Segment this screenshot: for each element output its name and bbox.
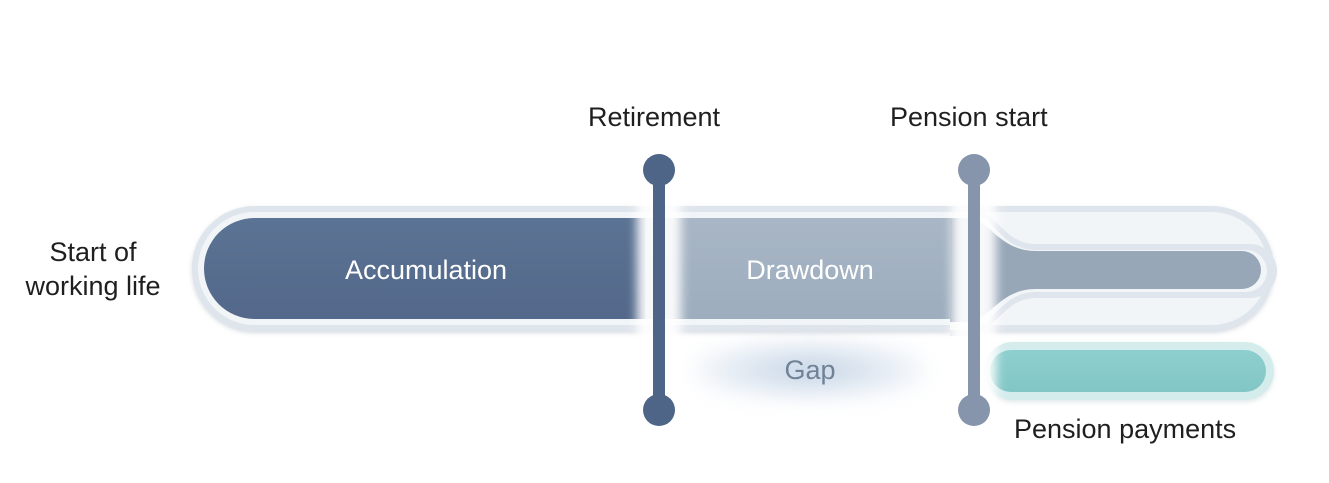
marker-retirement-dot-bottom	[643, 394, 675, 426]
marker-pension-start-dot-top	[958, 154, 990, 186]
pension-payments-label-text: Pension payments	[1014, 414, 1237, 444]
drawdown-label-text: Drawdown	[746, 255, 874, 285]
gap-label-text: Gap	[784, 355, 836, 385]
start-label-line2: working life	[25, 271, 161, 301]
start-label-line1: Start of	[49, 237, 137, 267]
marker-pension-start-dot-bottom	[958, 394, 990, 426]
marker-retirement-stem	[653, 160, 665, 420]
retirement-label-text: Retirement	[588, 102, 721, 132]
marker-pension-start[interactable]	[952, 148, 996, 432]
pension-start-label: Pension start	[890, 100, 1048, 134]
gap-label: Gap	[690, 353, 930, 387]
pension-payments-bar	[990, 350, 1266, 392]
marker-retirement[interactable]	[637, 148, 681, 432]
accumulation-segment	[204, 218, 648, 319]
retirement-label: Retirement	[588, 100, 720, 134]
gap-highlight-blob	[690, 338, 930, 402]
marker-pension-start-stem	[968, 160, 980, 420]
pension-payments-label: Pension payments	[1014, 412, 1236, 446]
pipe-narrowing-tail	[950, 206, 1277, 336]
marker-retirement-dot-top	[643, 154, 675, 186]
accumulation-label: Accumulation	[204, 253, 648, 287]
pension-start-label-text: Pension start	[890, 102, 1048, 132]
drawdown-label: Drawdown	[645, 253, 975, 287]
accumulation-label-text: Accumulation	[344, 255, 508, 285]
start-of-working-life-label: Start of working life	[8, 235, 178, 303]
drawdown-segment	[645, 218, 975, 319]
